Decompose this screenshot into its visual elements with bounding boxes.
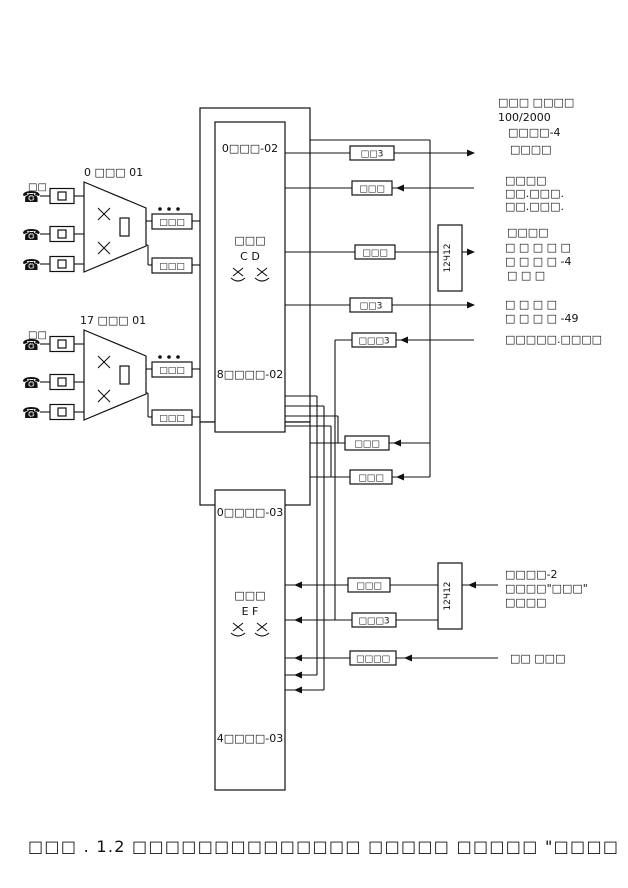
label-g6-line2: □□□□"□□□" xyxy=(505,582,588,595)
label-g1-line1: □□□ □□□□ xyxy=(498,96,574,109)
label-g6-line1: □□□□-2 xyxy=(505,568,558,581)
label-g3-line3: □ □ □ □ -4 xyxy=(505,255,572,268)
crossbar-symbol xyxy=(230,267,270,282)
component-label: □□□ xyxy=(358,474,384,484)
relay-box-label: □□□ xyxy=(159,414,185,424)
arrowheads xyxy=(294,149,476,694)
component-box xyxy=(344,435,390,451)
label-g7-line1: □□ □□□ xyxy=(510,652,565,665)
line-set-inner xyxy=(57,191,67,201)
concentrator-1 xyxy=(83,181,147,273)
relay-box xyxy=(151,409,193,426)
switch-frames xyxy=(199,107,311,791)
line-set-inner xyxy=(57,377,67,387)
switch-block-lower xyxy=(214,489,286,791)
component-box xyxy=(349,297,393,313)
component-label: □□3 xyxy=(361,150,384,160)
crossconnect-label: 12Ч12 xyxy=(443,581,453,610)
label-g3-line2: □ □ □ □ □ xyxy=(505,241,571,254)
label-g1-line2: 100/2000 xyxy=(498,111,551,124)
component-label: □□□3 xyxy=(358,617,389,627)
component-label: □□□ xyxy=(359,185,385,195)
concentrator-2 xyxy=(83,329,147,421)
label-g4-line1: □ □ □ □ xyxy=(505,298,557,311)
subscriber-group1-label: □□ xyxy=(28,182,47,193)
label-g1-line4: □□□□ xyxy=(510,143,552,156)
line-set-inner xyxy=(57,339,67,349)
lower-block-top-label: 0□□□□-03 xyxy=(217,506,284,519)
component-label: □□□ xyxy=(354,440,380,450)
label-g6-line3: □□□□ xyxy=(505,596,547,609)
label-g3-line1: □□□□ xyxy=(507,226,549,239)
subscriber-group2-label: □□ xyxy=(28,330,47,341)
line-set-inner xyxy=(57,259,67,269)
upper-block-letters: C D xyxy=(240,250,260,263)
crossconnect-box-upper xyxy=(437,224,463,292)
component-box xyxy=(351,332,397,348)
component-box xyxy=(347,577,391,593)
line-set-inner xyxy=(57,229,67,239)
telephone-icon: ☎ xyxy=(22,256,41,274)
relay-box xyxy=(151,257,193,274)
telephone-icon: ☎ xyxy=(22,404,41,422)
lower-block-name: □□□ xyxy=(234,589,265,602)
telephone-icon: ☎ xyxy=(22,336,41,354)
label-g3-line4: □ □ □ xyxy=(507,269,545,282)
component-label: □□3 xyxy=(360,302,383,312)
component-box xyxy=(351,612,397,628)
crossbar-symbol xyxy=(97,355,130,403)
crossbar-symbol xyxy=(230,622,270,637)
mux1-title: 0 □□□ 01 xyxy=(84,166,143,179)
component-box xyxy=(351,180,393,196)
relay-box-label: □□□ xyxy=(159,366,185,376)
relay-box-label: □□□ xyxy=(159,218,185,228)
component-label: □□□□ xyxy=(356,655,390,665)
label-g5-line1: □□□□□.□□□□ xyxy=(505,333,602,346)
switch-block-labels: 0□□□-02 □□□ C D 8□□□□-02 0□□□□-03 □□□ E … xyxy=(217,142,284,745)
contact-dots xyxy=(158,207,180,211)
telephone-icon: ☎ xyxy=(22,188,41,206)
contact-dots xyxy=(158,355,180,359)
component-box xyxy=(349,145,395,161)
label-g2-line2: □□.□□□. xyxy=(505,187,564,200)
label-g2-line1: □□□□ xyxy=(505,174,547,187)
label-g4-line2: □ □ □ □ -49 xyxy=(505,312,579,325)
upper-block-name: □□□ xyxy=(234,234,265,247)
upper-block-top-label: 0□□□-02 xyxy=(222,142,278,155)
switch-block-upper xyxy=(214,121,286,433)
relay-box xyxy=(151,361,193,378)
telephone-icon: ☎ xyxy=(22,226,41,244)
mux2-title: 17 □□□ 01 xyxy=(80,314,146,327)
component-label: □□□3 xyxy=(358,337,389,347)
line-set-inner xyxy=(57,407,67,417)
crossconnect-box-lower xyxy=(437,562,463,630)
component-box xyxy=(354,244,396,260)
label-g1-line3: □□□□-4 xyxy=(508,126,561,139)
label-g2-line3: □□.□□□. xyxy=(505,200,564,213)
component-label: □□□ xyxy=(356,582,382,592)
upper-block-bottom-label: 8□□□□-02 xyxy=(217,368,284,381)
component-box xyxy=(349,650,397,666)
lower-block-letters: E F xyxy=(242,605,259,618)
lower-block-bottom-label: 4□□□□-03 xyxy=(217,732,284,745)
telephone-icon: ☎ xyxy=(22,374,41,392)
trunk-labels: □□□ □□□□ 100/2000 □□□□-4 □□□□ □□□□ □□.□□… xyxy=(498,96,602,665)
component-label: □□□ xyxy=(362,249,388,259)
component-box xyxy=(349,469,393,485)
subscriber-section: □□ ☎ ☎ ☎ 0 □□□ 01 □□□ □□□ □□ ☎ ☎ ☎ xyxy=(22,166,193,426)
figure-caption: □□□ . 1.2 □□□□□□□□□□□□□□ □□□□□ □□□□□ "□□… xyxy=(28,837,618,856)
crossconnect-label: 12Ч12 xyxy=(443,243,453,272)
crossbar-symbol xyxy=(97,207,130,255)
trunk-components: □□3 □□□ □□□ □□3 □□□3 □□□ □□□ □□□ □□□3 □□… xyxy=(344,145,463,666)
relay-box xyxy=(151,213,193,230)
relay-box-label: □□□ xyxy=(159,262,185,272)
